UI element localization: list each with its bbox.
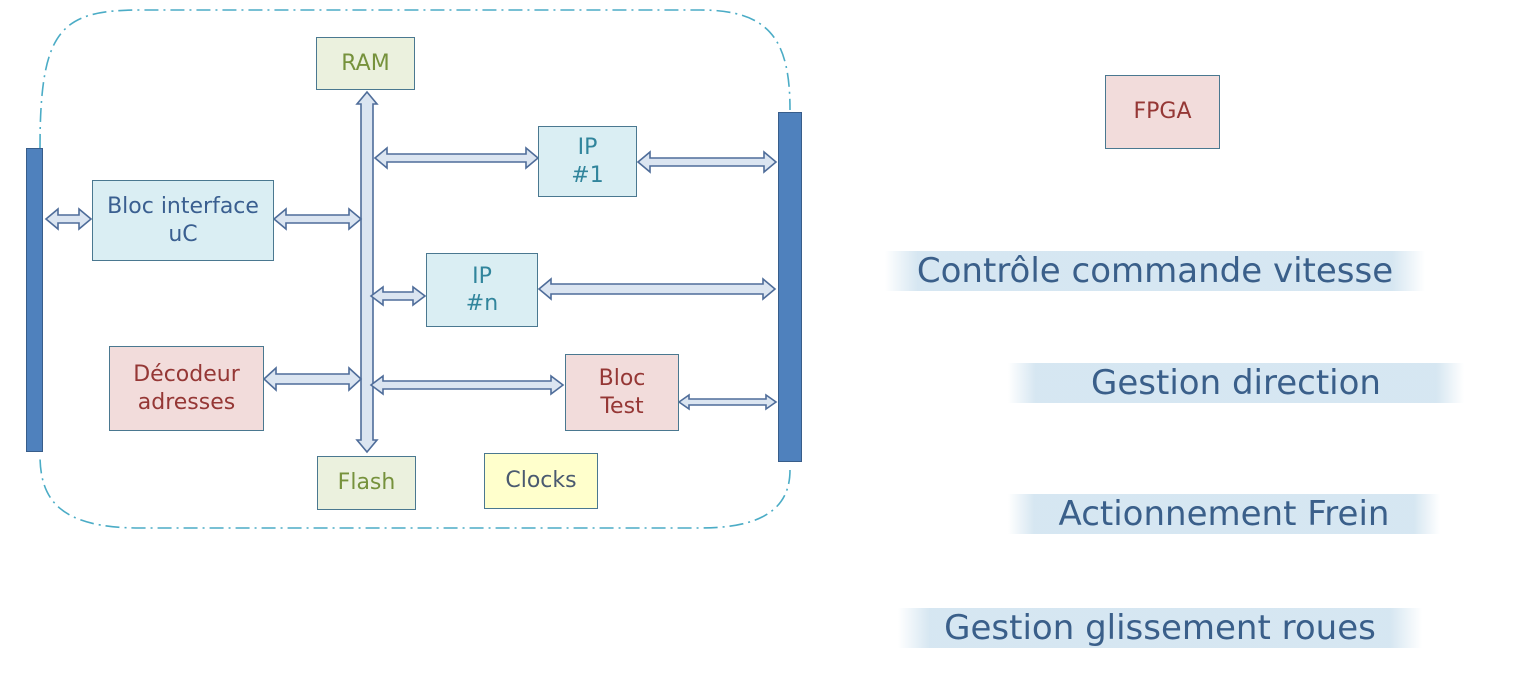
- ip1-block: IP #1: [538, 126, 637, 197]
- function-actionnement-frein: Actionnement Frein: [1008, 494, 1440, 534]
- ipn-block: IP #n: [426, 253, 538, 327]
- function-gestion-direction: Gestion direction: [1008, 363, 1464, 403]
- bloc-test-block: Bloc Test: [565, 354, 679, 431]
- ip1-label-line2: #1: [571, 162, 604, 188]
- internal-bus-arrow: [355, 90, 379, 454]
- bloc-interface-label-line1: Bloc interface: [107, 194, 259, 219]
- arrow-bus-to-ipn: [369, 285, 427, 307]
- bloc-test-label-line1: Bloc: [598, 366, 646, 391]
- decodeur-label-line1: Décodeur: [133, 362, 240, 387]
- flash-label: Flash: [337, 470, 396, 496]
- arrow-bus-to-bloc-test: [369, 374, 565, 396]
- fpga-label: FPGA: [1133, 99, 1192, 125]
- flash-block: Flash: [317, 456, 416, 510]
- arrow-ip1-to-right-bar: [636, 150, 778, 174]
- clocks-label: Clocks: [505, 468, 577, 494]
- left-bus-bar: [26, 148, 43, 452]
- arrow-left-bar-to-interface: [44, 207, 93, 231]
- function-label: Contrôle commande vitesse: [916, 251, 1394, 291]
- function-label: Gestion direction: [1091, 363, 1381, 403]
- arrow-bloc-test-to-right-bar: [677, 393, 778, 411]
- fpga-block: FPGA: [1105, 75, 1220, 149]
- decodeur-adresses-block: Décodeur adresses: [109, 346, 264, 431]
- arrow-bus-to-ip1: [373, 146, 540, 170]
- clocks-block: Clocks: [484, 453, 598, 509]
- bloc-test-label-line2: Test: [600, 393, 644, 419]
- function-label: Actionnement Frein: [1058, 494, 1390, 534]
- decodeur-label-line2: adresses: [137, 389, 236, 415]
- bloc-interface-uc-block: Bloc interface uC: [92, 180, 274, 261]
- ram-block: RAM: [316, 37, 415, 90]
- function-controle-commande-vitesse: Contrôle commande vitesse: [885, 251, 1425, 291]
- arrow-interface-to-bus: [272, 207, 363, 231]
- right-bus-bar: [778, 112, 802, 462]
- ram-label: RAM: [341, 50, 390, 76]
- fpga-boundary: [39, 9, 791, 529]
- ipn-label-line2: #n: [465, 291, 499, 316]
- bloc-interface-label-line2: uC: [168, 221, 198, 247]
- function-label: Gestion glissement roues: [944, 608, 1376, 648]
- ipn-label-line1: IP: [472, 263, 492, 289]
- arrow-ipn-to-right-bar: [537, 277, 777, 301]
- arrow-decodeur-to-bus: [262, 366, 363, 392]
- function-gestion-glissement-roues: Gestion glissement roues: [898, 608, 1422, 648]
- ip1-label-line1: IP: [577, 135, 598, 160]
